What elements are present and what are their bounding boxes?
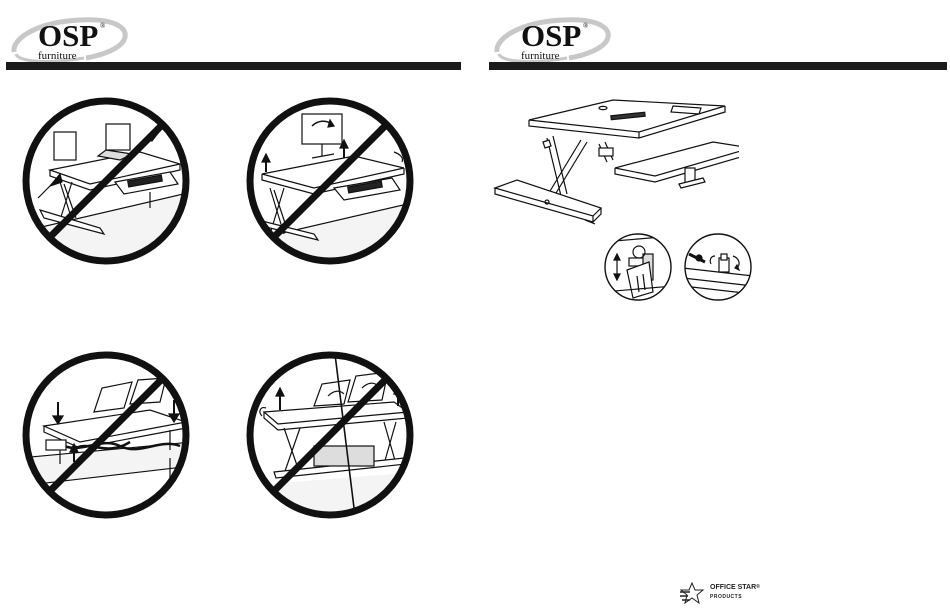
osp-logo-mark: OSP ® furniture	[8, 8, 128, 64]
logo-osp-text: OSP	[38, 18, 98, 53]
warning-no-lifting-from-side	[244, 346, 416, 524]
warning-no-lifting-by-desktop	[20, 92, 192, 270]
osp-logo: OSP ® furniture	[491, 8, 611, 64]
office-star-logo: OFFICE STAR® PRODUCTS	[680, 582, 760, 604]
left-page: OSP ® furniture	[0, 0, 475, 609]
right-page: OSP ® furniture	[475, 0, 950, 609]
logo-furniture-text: furniture	[521, 50, 560, 62]
warning-no-lifting-with-monitor	[244, 92, 416, 270]
warning-no-cables-pinched	[20, 346, 192, 524]
office-star-line1: OFFICE STAR®	[710, 584, 760, 591]
office-star-line2: PRODUCTS	[710, 594, 742, 600]
svg-text:®: ®	[100, 22, 106, 30]
tension-knob-detail	[683, 232, 753, 302]
logo-furniture-text: furniture	[38, 50, 77, 62]
osp-logo: OSP ® furniture	[8, 8, 128, 64]
office-star-icon	[680, 582, 706, 604]
logo-osp-text: OSP	[521, 18, 581, 53]
height-adjust-detail	[603, 232, 673, 302]
svg-text:®: ®	[583, 22, 589, 30]
desk-converter-illustration	[489, 92, 739, 232]
header-bar	[489, 62, 947, 70]
osp-logo-mark: OSP ® furniture	[491, 8, 611, 64]
header-bar	[6, 62, 461, 70]
